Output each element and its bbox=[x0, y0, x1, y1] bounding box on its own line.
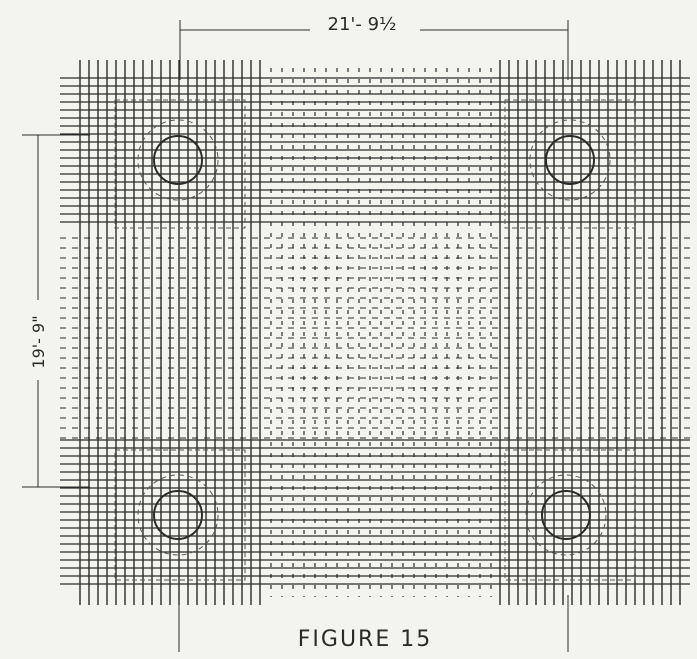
pile-cap-bottom-right bbox=[504, 449, 636, 581]
dimension-label-backing bbox=[310, 10, 420, 38]
horizontal-dimension: 21'- 9½ bbox=[179, 10, 569, 80]
pile-circle bbox=[153, 490, 203, 540]
pile-cap-top-left bbox=[114, 99, 246, 229]
vertical-dimension: 19'- 9" bbox=[22, 134, 90, 488]
pile-dashed-circle bbox=[525, 474, 607, 556]
dimension-label-backing bbox=[22, 300, 54, 380]
pile-circle bbox=[545, 135, 595, 185]
vertical-bar-group bbox=[79, 60, 681, 605]
pile-dashed-circle bbox=[529, 119, 611, 201]
dashed-bar-group bbox=[60, 68, 690, 597]
pile-cap-outline bbox=[114, 99, 246, 229]
pile-dashed-circle bbox=[137, 474, 219, 556]
vertical-dimension-label: 19'- 9" bbox=[29, 315, 48, 368]
pile-circle bbox=[153, 135, 203, 185]
pile-cap-bottom-left bbox=[114, 449, 246, 581]
pile-cap-outline bbox=[114, 449, 246, 581]
pile-cap-outline bbox=[504, 99, 636, 229]
pile-circle bbox=[541, 490, 591, 540]
pile-cap-top-right bbox=[504, 99, 636, 229]
pile-cap-outline bbox=[504, 449, 636, 581]
figure-caption: FIGURE 15 bbox=[298, 627, 432, 652]
pile-dashed-circle bbox=[137, 119, 219, 201]
horizontal-dimension-label: 21'- 9½ bbox=[328, 14, 397, 35]
